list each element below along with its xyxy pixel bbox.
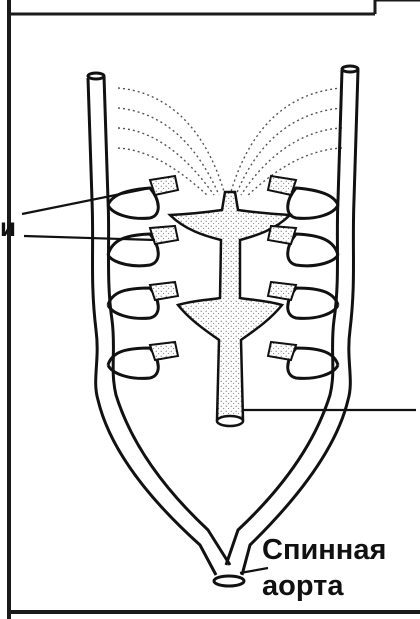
- dorsal-aorta-label-line1: Спинная: [262, 532, 420, 568]
- ventral-aorta-end: [217, 416, 243, 426]
- dorsal-aorta-label-line2: аорта: [262, 568, 420, 604]
- dorsal-aorta-label: Спинная аорта: [262, 532, 420, 604]
- left-edge-label-fragment: и: [0, 212, 16, 242]
- dorsal-aorta-end: [214, 576, 244, 586]
